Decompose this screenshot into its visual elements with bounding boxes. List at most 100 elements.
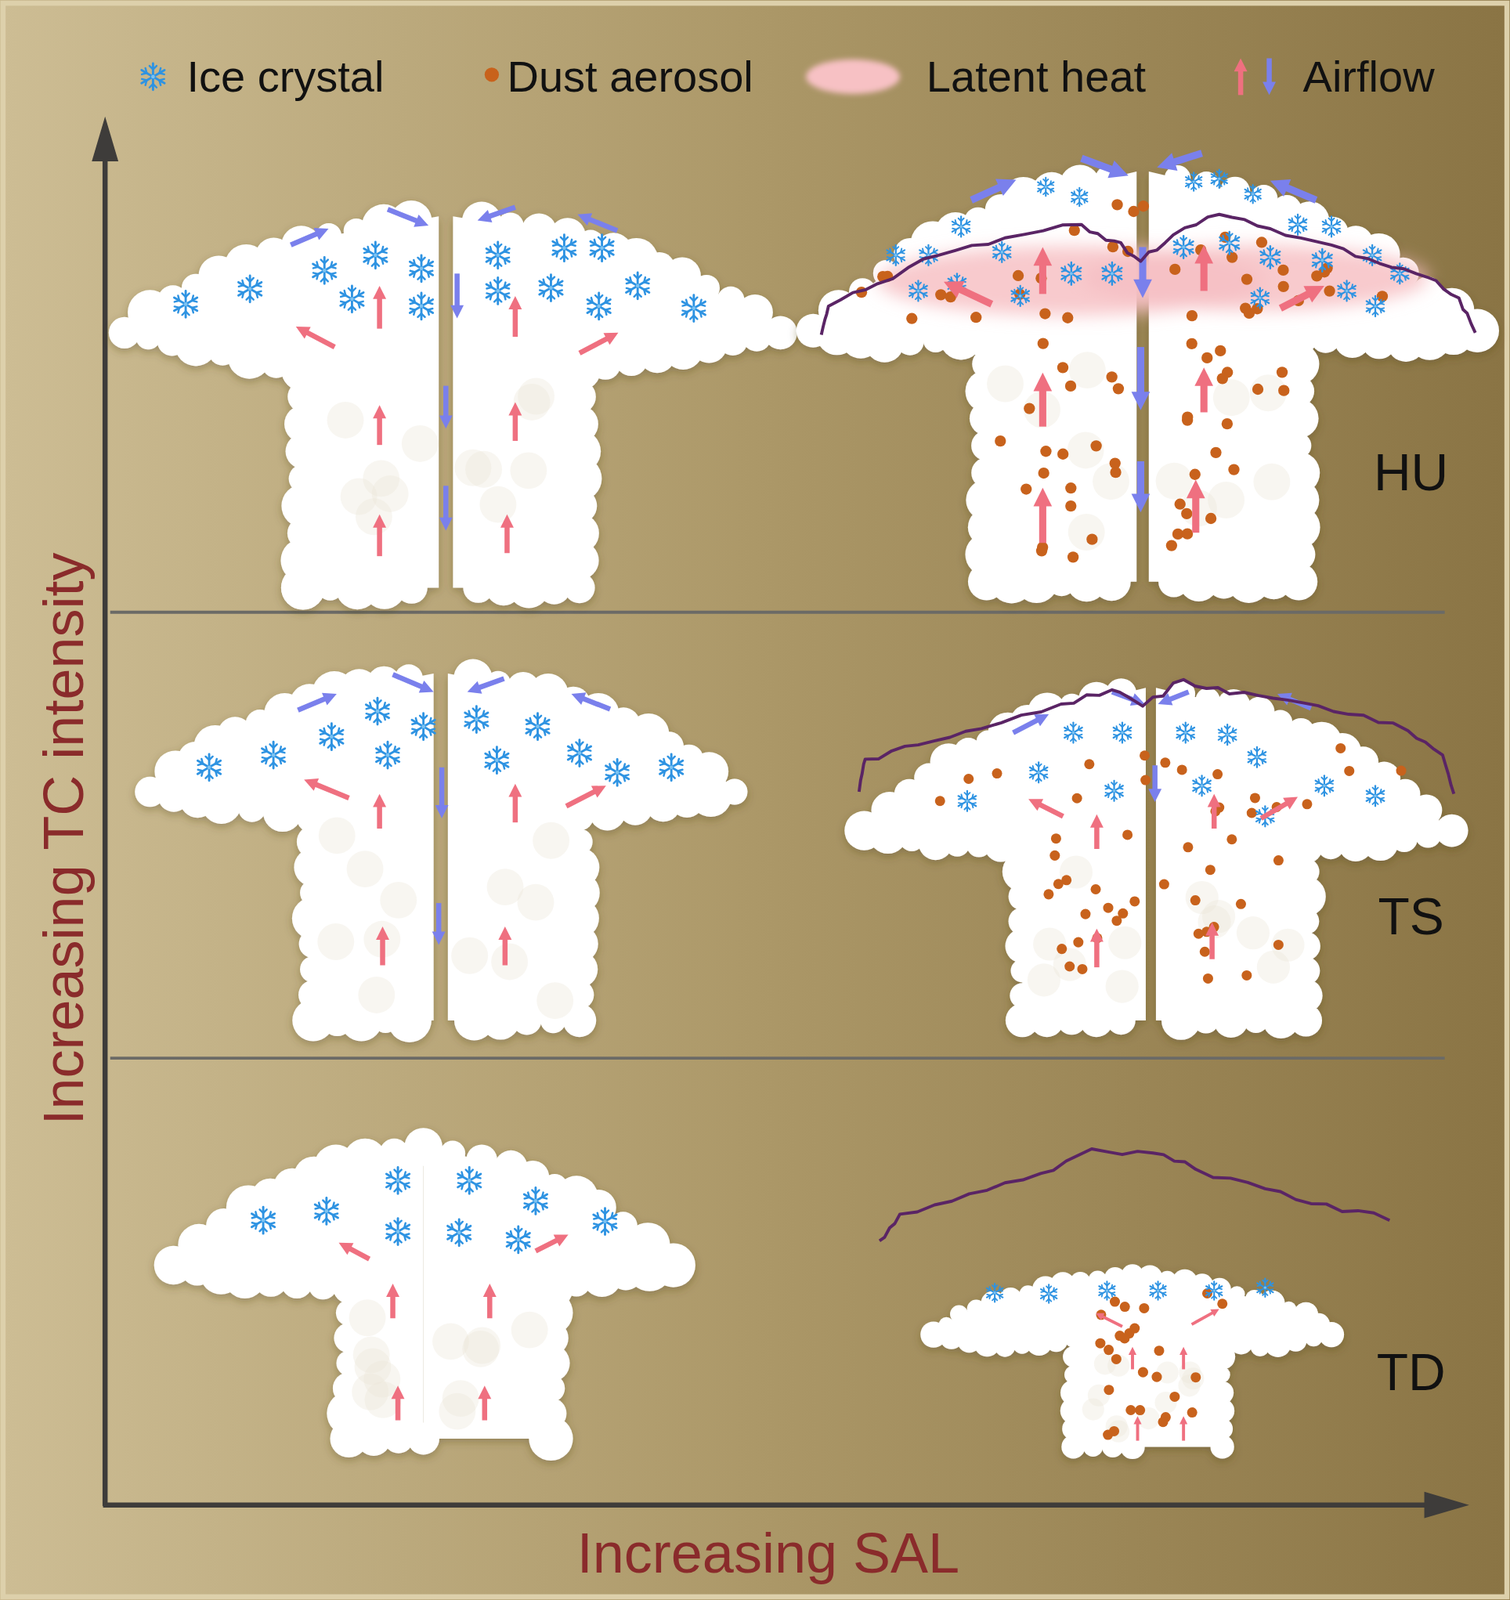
dust-aerosol (1112, 382, 1124, 394)
crystal-arm (324, 270, 336, 277)
dust-aerosol (992, 768, 1003, 779)
crystal-arm (496, 760, 509, 767)
crystal-arm (1112, 273, 1122, 279)
cloud-puff (1008, 882, 1037, 911)
dust-aerosol (1273, 939, 1284, 951)
crystal-core (577, 751, 582, 755)
crystal-branch (1043, 179, 1046, 182)
crystal-branch (557, 279, 560, 285)
crystal-branch (571, 756, 574, 762)
dust-aerosol (1159, 757, 1171, 768)
crystal-arm (1185, 177, 1194, 182)
crystal-branch (912, 293, 914, 298)
crystal-branch (1267, 248, 1271, 252)
ice-crystal (567, 740, 591, 767)
crystal-branch (587, 302, 593, 304)
crystal-branch (1295, 216, 1299, 220)
cloud-puff (1032, 1275, 1059, 1303)
crystal-branch (1302, 226, 1307, 228)
crystal-branch (1264, 299, 1269, 301)
crystal-branch (1297, 230, 1301, 234)
ice-crystal (526, 713, 550, 741)
crystal-branch (1076, 189, 1080, 192)
cloud-puff (108, 317, 141, 349)
crystal-arm (1061, 267, 1071, 274)
ice-crystal (1029, 762, 1048, 783)
crystal-core (1255, 755, 1259, 759)
crystal-branch (249, 296, 254, 300)
crystal-branch (556, 251, 559, 257)
crystal-branch (427, 308, 433, 311)
dust-aerosol (1158, 1416, 1169, 1427)
crystal-branch (605, 308, 611, 311)
dust-aerosol (1202, 973, 1214, 984)
cloud-puff (950, 1305, 969, 1323)
ice-crystal (261, 741, 285, 769)
dust-aerosol (1235, 899, 1247, 910)
crystal-branch (544, 729, 550, 731)
crystal-branch (1327, 252, 1329, 257)
crystal-branch (530, 729, 532, 735)
cloud-texture (327, 401, 365, 439)
cloud-texture (517, 884, 555, 922)
dust-aerosol (1043, 888, 1054, 900)
cloud-body (812, 171, 1137, 582)
crystal-arm (1289, 219, 1298, 225)
crystal-branch (421, 275, 426, 280)
crystal-core (494, 758, 499, 763)
crystal-core (1373, 794, 1377, 798)
ice-crystal (1218, 724, 1237, 745)
dust-aerosol (1072, 793, 1083, 804)
crystal-branch (177, 307, 180, 313)
crystal-branch (1122, 738, 1126, 742)
crystal-branch (1127, 726, 1128, 730)
crystal-branch (1190, 734, 1195, 736)
crystal-core (1329, 225, 1333, 229)
ice-crystal (1061, 262, 1081, 286)
dust-aerosol (1023, 402, 1035, 414)
crystal-arm (579, 753, 592, 760)
crystal-branch (1198, 176, 1200, 180)
cloud-body (452, 216, 781, 588)
crystal-arm (917, 290, 927, 297)
crystal-branch (1379, 307, 1384, 309)
crystal-branch (1257, 762, 1261, 766)
crystal-branch (191, 306, 197, 308)
cloud-puff (395, 571, 428, 604)
dust-aerosol (1134, 1405, 1146, 1416)
ice-crystal (486, 278, 510, 305)
dust-aerosol (1083, 758, 1095, 770)
crystal-arm (421, 306, 434, 313)
crystal-arm (498, 255, 510, 262)
cloud-texture (463, 1327, 501, 1365)
crystal-branch (1033, 775, 1034, 780)
crystal-branch (1105, 787, 1110, 789)
dust-aerosol (1226, 834, 1237, 845)
crystal-branch (953, 275, 958, 279)
crystal-core (1398, 271, 1402, 275)
dust-aerosol (1169, 1391, 1180, 1402)
crystal-arm (1312, 254, 1323, 261)
crystal-branch (1193, 187, 1196, 190)
crystal-branch (375, 262, 380, 267)
cloud-half (920, 1264, 1145, 1460)
cloud-puff (1210, 1434, 1235, 1459)
crystal-branch (563, 255, 568, 260)
crystal-branch (185, 311, 190, 316)
dust-aerosol (1219, 231, 1231, 243)
crystal-branch (328, 726, 333, 730)
dust-aerosol (1239, 302, 1251, 314)
cloud-puff (453, 659, 492, 698)
dust-aerosol (1138, 1303, 1149, 1314)
crystal-branch (933, 248, 935, 253)
dust-aerosol (1169, 263, 1181, 275)
crystal-core (917, 289, 921, 293)
cloud-puff (944, 830, 970, 857)
dust-aerosol (1049, 850, 1060, 861)
crystal-branch (965, 220, 967, 224)
crystal-branch (1191, 173, 1194, 177)
ice-crystal (1176, 722, 1195, 743)
crystal-arm (1324, 785, 1333, 792)
crystal-branch (590, 244, 596, 246)
crystal-branch (383, 744, 388, 748)
